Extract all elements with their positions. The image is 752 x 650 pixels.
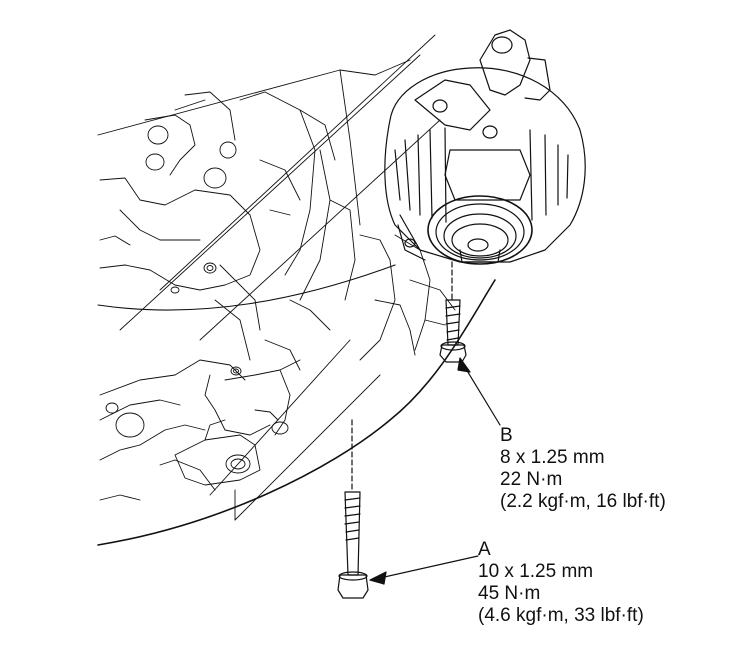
callout-b-letter: B [500,425,513,446]
alternator [384,29,586,265]
subframe-outline [99,339,381,521]
callout-a: A 10 x 1.25 mm 45 N·m (4.6 kgf·m, 33 lbf… [478,539,644,627]
callout-a-torque-nm: 45 N·m [478,583,541,604]
engine-edge-curve [97,279,496,546]
callout-a-letter: A [478,539,491,560]
leader-arrow-b [457,357,501,426]
bolt-a [337,419,369,599]
engine-block-outline [97,34,456,371]
callout-b-torque-alt: (2.2 kgf·m, 16 lbf·ft) [500,491,666,512]
callout-b-size: 8 x 1.25 mm [500,447,605,468]
leader-arrow-a [369,555,479,585]
callout-a-torque-alt: (4.6 kgf·m, 33 lbf·ft) [478,605,644,626]
callout-b-torque-nm: 22 N·m [500,469,563,490]
oil-pan-curve [97,264,396,311]
callout-b: B 8 x 1.25 mm 22 N·m (2.2 kgf·m, 16 lbf·… [500,425,666,513]
callout-a-size: 10 x 1.25 mm [478,561,594,582]
